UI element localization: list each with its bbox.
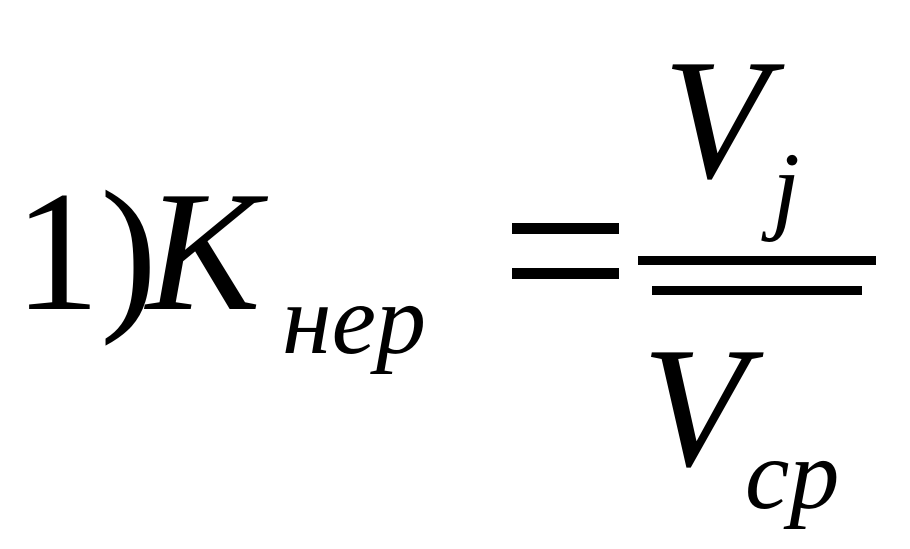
numerator-symbol: V (663, 25, 769, 215)
denominator-subscript: ср (745, 419, 840, 530)
equals-bar-top (512, 223, 619, 234)
equals-sign (512, 223, 619, 279)
fraction-bar-upper (638, 256, 876, 265)
lhs-symbol: K (146, 157, 261, 347)
fraction-bar-lower (652, 286, 862, 295)
equals-bar-bottom (512, 268, 619, 279)
denominator-symbol: V (642, 313, 748, 503)
formula-number-label: 1) (14, 157, 158, 347)
lhs-subscript: нер (282, 264, 426, 375)
numerator-subscript: j (772, 132, 800, 243)
